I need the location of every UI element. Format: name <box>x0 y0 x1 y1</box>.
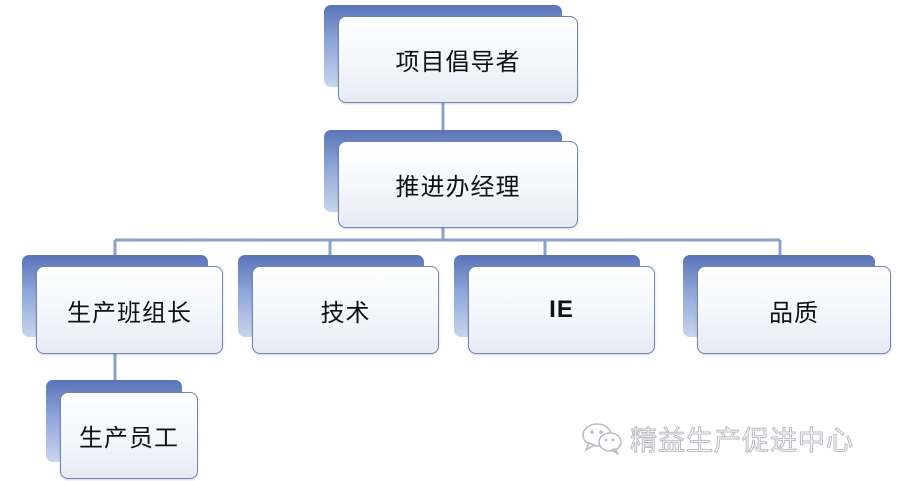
node-manager-label: 推进办经理 <box>395 173 521 201</box>
node-staff-label: 生产员工 <box>79 424 179 452</box>
node-ie-box: IE <box>468 266 655 354</box>
watermark-text: 精益生产促进中心 <box>630 425 854 457</box>
node-sponsor-label: 项目倡导者 <box>395 48 521 76</box>
node-quality-box: 品质 <box>697 266 891 354</box>
node-staff-box: 生产员工 <box>60 392 198 479</box>
node-team-leader-label: 生产班组长 <box>67 298 192 327</box>
node-sponsor-box: 项目倡导者 <box>338 16 578 103</box>
wechat-icon <box>582 423 622 455</box>
node-quality-label: 品质 <box>769 298 819 327</box>
node-tech-label: 技术 <box>320 298 371 327</box>
node-team-leader-box: 生产班组长 <box>36 266 223 354</box>
watermark: 精益生产促进中心 <box>580 418 880 458</box>
node-tech-box: 技术 <box>252 266 439 354</box>
node-ie-label: IE <box>549 296 574 323</box>
node-manager-box: 推进办经理 <box>338 141 578 228</box>
